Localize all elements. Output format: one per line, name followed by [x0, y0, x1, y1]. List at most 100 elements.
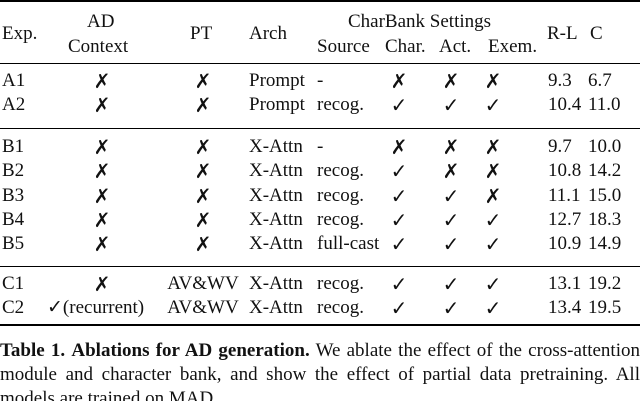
- cell-ad-context: ✗: [93, 159, 111, 183]
- cell-arch: Prompt: [249, 94, 305, 115]
- cell-act: ✓: [442, 296, 460, 320]
- header-c: C: [590, 23, 603, 44]
- cell-c: 10.0: [588, 136, 622, 157]
- cell-exp: B5: [2, 233, 25, 254]
- header-ad-context-line2: Context: [68, 36, 129, 57]
- cell-pt: ✗: [194, 135, 212, 159]
- cell-rl: 12.7: [548, 209, 582, 230]
- table-caption: Table 1. Ablations for AD generation. We…: [0, 339, 640, 401]
- cell-char: ✓: [390, 184, 408, 208]
- cell-c: 19.5: [588, 297, 622, 318]
- cell-rl: 9.7: [548, 136, 572, 157]
- header-char: Char.: [385, 36, 426, 57]
- cell-arch: X-Attn: [249, 233, 303, 254]
- cell-pt: ✗: [194, 184, 212, 208]
- group-b-rule: [0, 266, 640, 267]
- cell-exp: B1: [2, 136, 25, 157]
- cell-act: ✓: [442, 232, 460, 256]
- header-rl: R-L: [547, 23, 578, 44]
- cell-char: ✓: [390, 208, 408, 232]
- bottom-rule: [0, 324, 640, 326]
- cell-arch: X-Attn: [249, 209, 303, 230]
- cell-char: ✓: [390, 159, 408, 183]
- top-rule: [0, 0, 640, 2]
- cell-arch: X-Attn: [249, 297, 303, 318]
- header-act: Act.: [439, 36, 472, 57]
- cell-ad-context: ✗: [93, 135, 111, 159]
- cell-c: 11.0: [588, 94, 621, 115]
- header-exp: Exp.: [2, 23, 38, 44]
- cell-source: -: [317, 136, 324, 157]
- cell-ad-context: ✗: [93, 272, 111, 296]
- cell-source: recog.: [317, 209, 364, 230]
- caption-label: Table 1.: [0, 340, 66, 361]
- cell-pt: ✗: [194, 93, 212, 117]
- cell-act: ✗: [442, 159, 460, 183]
- cell-source: -: [317, 70, 324, 91]
- cell-pt: AV&WV: [167, 273, 239, 294]
- cell-arch: X-Attn: [249, 185, 303, 206]
- cell-ad-context: ✗: [93, 208, 111, 232]
- cell-rl: 10.8: [548, 160, 582, 181]
- cell-rl: 10.4: [548, 94, 582, 115]
- cell-c: 18.3: [588, 209, 622, 230]
- cell-pt: AV&WV: [167, 297, 239, 318]
- cell-exp: A2: [2, 94, 26, 115]
- cell-pt: ✗: [194, 69, 212, 93]
- cell-exem: ✓: [484, 208, 502, 232]
- cell-exem: ✗: [484, 69, 502, 93]
- cell-source: full-cast: [317, 233, 380, 254]
- cell-rl: 11.1: [548, 185, 581, 206]
- cell-exp: B3: [2, 185, 25, 206]
- cell-c: 19.2: [588, 273, 622, 294]
- header-arch: Arch: [249, 23, 287, 44]
- cell-pt: ✗: [194, 232, 212, 256]
- cell-exem: ✗: [484, 184, 502, 208]
- header-rule: [0, 63, 640, 64]
- header-source: Source: [317, 36, 370, 57]
- cell-source: recog.: [317, 297, 364, 318]
- cell-char: ✓: [390, 296, 408, 320]
- cell-arch: X-Attn: [249, 160, 303, 181]
- cell-c: 6.7: [588, 70, 612, 91]
- cell-arch: X-Attn: [249, 273, 303, 294]
- cell-act: ✓: [442, 272, 460, 296]
- cell-char: ✗: [390, 69, 408, 93]
- cell-arch: X-Attn: [249, 136, 303, 157]
- header-ad-context-line1: AD: [87, 11, 115, 32]
- cell-exem: ✗: [484, 159, 502, 183]
- cell-arch: Prompt: [249, 70, 305, 91]
- cell-char: ✗: [390, 135, 408, 159]
- cell-ad-context: ✗: [93, 184, 111, 208]
- header-pt: PT: [190, 23, 213, 44]
- cell-c: 14.9: [588, 233, 622, 254]
- cell-act: ✗: [442, 135, 460, 159]
- cell-source: recog.: [317, 160, 364, 181]
- caption-text: We ablate the effect of the cross-attent…: [0, 340, 640, 401]
- cell-ad-context: ✓(recurrent): [47, 297, 145, 318]
- cell-char: ✓: [390, 232, 408, 256]
- group-a-rule: [0, 128, 640, 129]
- cell-exp: B2: [2, 160, 25, 181]
- cell-exp: B4: [2, 209, 25, 230]
- cell-pt: ✗: [194, 159, 212, 183]
- cell-exp: C2: [2, 297, 25, 318]
- cell-c: 15.0: [588, 185, 622, 206]
- cell-act: ✓: [442, 208, 460, 232]
- cell-source: recog.: [317, 273, 364, 294]
- cell-c: 14.2: [588, 160, 622, 181]
- cell-ad-context: ✗: [93, 93, 111, 117]
- cell-exem: ✗: [484, 135, 502, 159]
- cell-rl: 9.3: [548, 70, 572, 91]
- header-charbank-settings: CharBank Settings: [348, 11, 492, 32]
- cell-source: recog.: [317, 185, 364, 206]
- cell-exp: A1: [2, 70, 26, 91]
- cell-rl: 10.9: [548, 233, 582, 254]
- header-exem: Exem.: [488, 36, 538, 57]
- cell-exem: ✓: [484, 93, 502, 117]
- cell-ad-context: ✗: [93, 232, 111, 256]
- cell-ad-context: ✗: [93, 69, 111, 93]
- cell-exem: ✓: [484, 232, 502, 256]
- cell-rl: 13.1: [548, 273, 582, 294]
- cell-exem: ✓: [484, 296, 502, 320]
